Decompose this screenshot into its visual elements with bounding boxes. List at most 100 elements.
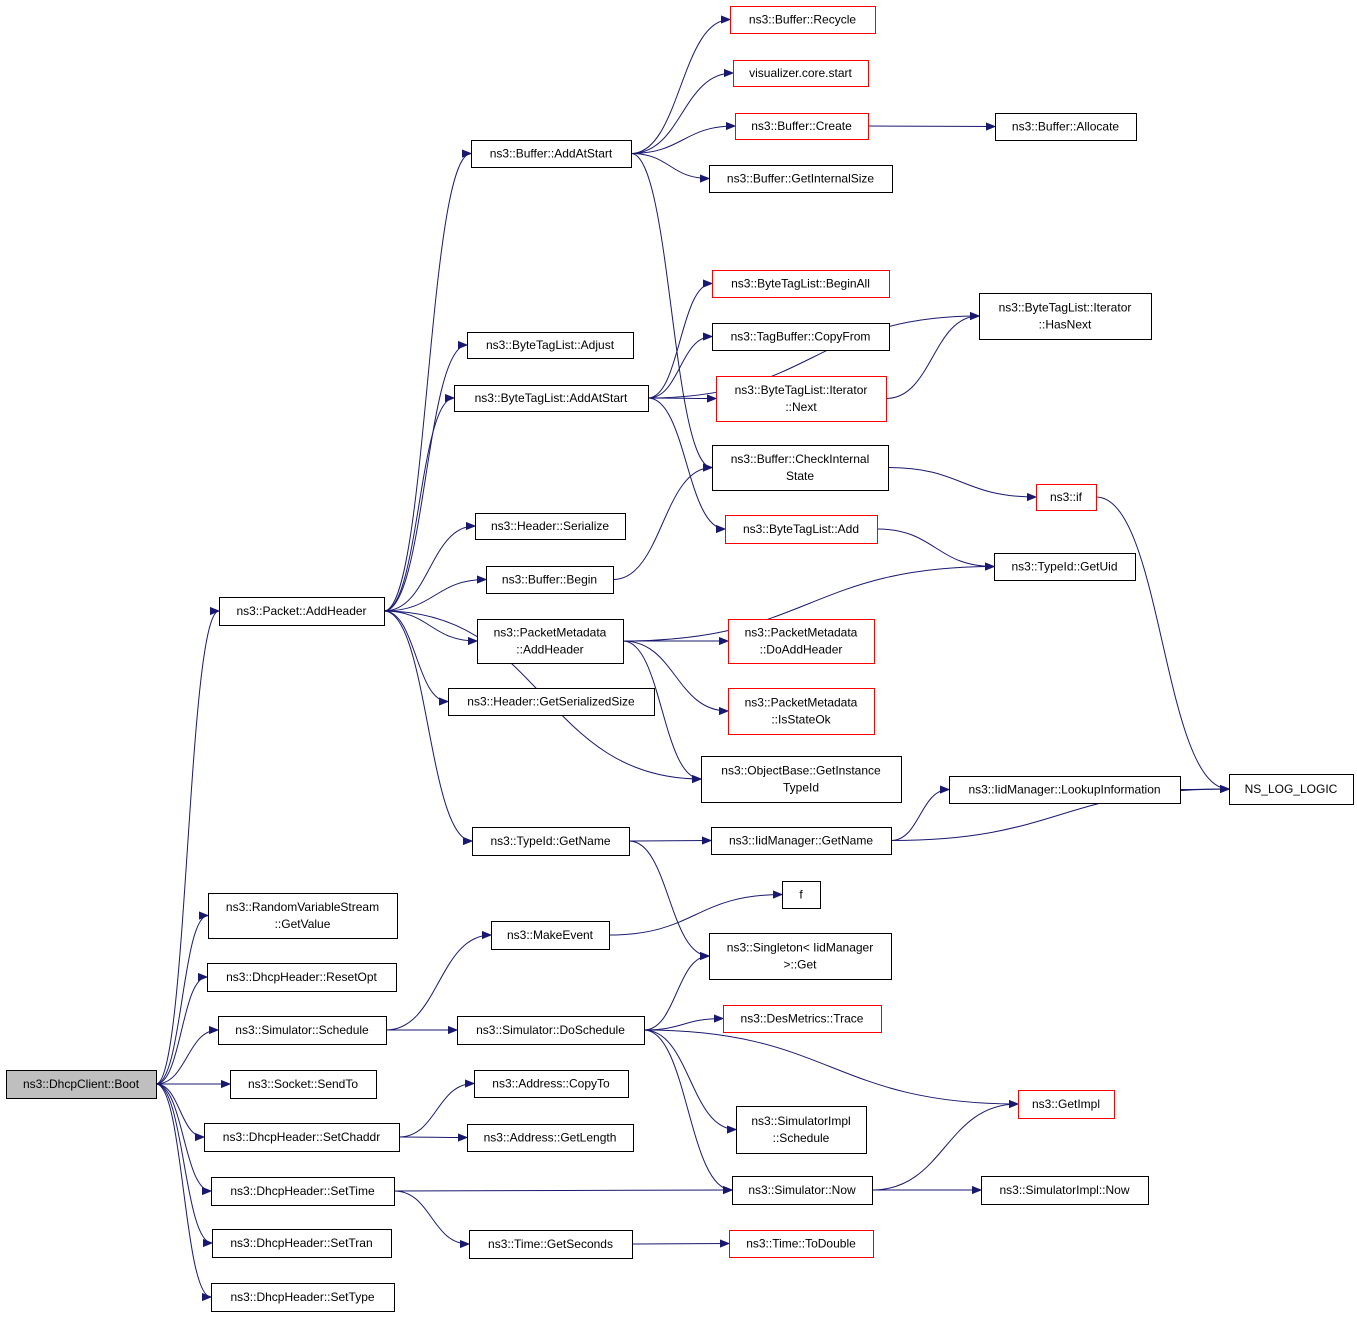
node-label: TypeId bbox=[783, 781, 819, 795]
node-label: ns3::TypeId::GetUid bbox=[1011, 560, 1117, 574]
node-label: ns3::PacketMetadata bbox=[745, 696, 858, 710]
node-box bbox=[230, 1070, 377, 1099]
node-bufcreate[interactable]: ns3::Buffer::Create bbox=[735, 113, 869, 140]
node-label: ns3::Singleton< IidManager bbox=[727, 941, 873, 955]
edge bbox=[383, 610, 477, 641]
node-iternext[interactable]: ns3::ByteTagList::Iterator::Next bbox=[716, 376, 887, 422]
edge-settime-to-simnow bbox=[393, 1190, 732, 1191]
node-label: ::HasNext bbox=[1039, 318, 1092, 332]
node-simimplschedule[interactable]: ns3::SimulatorImpl::Schedule bbox=[736, 1106, 867, 1154]
node-doschedule[interactable]: ns3::Simulator::DoSchedule bbox=[457, 1016, 645, 1045]
node-nsif[interactable]: ns3::if bbox=[1036, 484, 1097, 511]
node-box bbox=[728, 619, 875, 664]
edge-simnow-to-getimpl bbox=[871, 1104, 1018, 1191]
edge-iternext-to-hasnext bbox=[885, 316, 979, 399]
node-isstateok[interactable]: ns3::PacketMetadata::IsStateOk bbox=[728, 688, 875, 735]
node-simimplnow[interactable]: ns3::SimulatorImpl::Now bbox=[981, 1176, 1149, 1205]
node-getimpl[interactable]: ns3::GetImpl bbox=[1018, 1090, 1115, 1119]
edge bbox=[622, 640, 728, 711]
edge bbox=[643, 956, 709, 1031]
edge-addheader-to-typeidgetname bbox=[383, 610, 472, 841]
node-btladjust[interactable]: ns3::ByteTagList::Adjust bbox=[467, 332, 634, 359]
node-label: ns3::DhcpHeader::SetTran bbox=[230, 1236, 372, 1250]
node-resetopt[interactable]: ns3::DhcpHeader::ResetOpt bbox=[207, 963, 397, 992]
edge-addheader-to-btladjust bbox=[383, 345, 468, 612]
node-todouble[interactable]: ns3::Time::ToDouble bbox=[729, 1230, 874, 1258]
node-label: ::GetValue bbox=[275, 917, 331, 931]
edge-doschedule-to-singletonget bbox=[643, 956, 709, 1031]
node-settime[interactable]: ns3::DhcpHeader::SetTime bbox=[211, 1177, 395, 1206]
node-box bbox=[1018, 1090, 1115, 1119]
node-box bbox=[995, 113, 1137, 141]
node-simnow[interactable]: ns3::Simulator::Now bbox=[732, 1176, 873, 1205]
node-btladdatstart[interactable]: ns3::ByteTagList::AddAtStart bbox=[454, 385, 649, 412]
node-btladd[interactable]: ns3::ByteTagList::Add bbox=[725, 515, 878, 544]
node-simschedule[interactable]: ns3::Simulator::Schedule bbox=[218, 1016, 387, 1045]
node-lookupinfo[interactable]: ns3::IidManager::LookupInformation bbox=[949, 776, 1181, 804]
node-typeidgetname[interactable]: ns3::TypeId::GetName bbox=[472, 827, 630, 856]
edge bbox=[155, 977, 208, 1085]
node-label: ns3::Packet::AddHeader bbox=[236, 604, 366, 618]
node-box bbox=[723, 1005, 882, 1033]
node-getserializedsize[interactable]: ns3::Header::GetSerializedSize bbox=[448, 688, 655, 716]
edge-typeidgetname-to-iidgetname bbox=[628, 841, 711, 842]
node-settype[interactable]: ns3::DhcpHeader::SetType bbox=[211, 1283, 395, 1312]
node-singletonget[interactable]: ns3::Singleton< IidManager>::Get bbox=[709, 933, 892, 980]
node-label: ns3::IidManager::LookupInformation bbox=[968, 783, 1160, 797]
node-nslog[interactable]: NS_LOG_LOGIC bbox=[1229, 774, 1354, 805]
node-fnode[interactable]: f bbox=[782, 881, 821, 909]
node-label: ns3::Address::CopyTo bbox=[492, 1077, 610, 1091]
node-bufbegin[interactable]: ns3::Buffer::Begin bbox=[486, 566, 614, 594]
edge-boot-to-rvsgetvalue bbox=[155, 916, 209, 1085]
node-label: ::IsStateOk bbox=[771, 713, 831, 727]
node-makeevent[interactable]: ns3::MakeEvent bbox=[491, 921, 610, 950]
node-recycle[interactable]: ns3::Buffer::Recycle bbox=[730, 6, 876, 34]
node-setchaddr[interactable]: ns3::DhcpHeader::SetChaddr bbox=[204, 1123, 400, 1152]
node-label: ns3::SimulatorImpl bbox=[751, 1114, 850, 1128]
edge bbox=[647, 337, 712, 399]
node-label: ::Schedule bbox=[773, 1131, 830, 1145]
edges-layer bbox=[155, 20, 1229, 1298]
node-box bbox=[467, 1124, 634, 1152]
node-hasnext[interactable]: ns3::ByteTagList::Iterator::HasNext bbox=[979, 293, 1152, 340]
node-vizstart[interactable]: visualizer.core.start bbox=[733, 60, 869, 87]
node-destrace[interactable]: ns3::DesMetrics::Trace bbox=[723, 1005, 882, 1033]
node-hdrserialize[interactable]: ns3::Header::Serialize bbox=[475, 513, 626, 540]
node-box bbox=[712, 445, 889, 491]
edge bbox=[393, 1190, 469, 1244]
edge-nsif-to-nslog bbox=[1095, 496, 1229, 789]
node-iidgetname[interactable]: ns3::IidManager::GetName bbox=[711, 827, 892, 855]
edge bbox=[393, 1190, 732, 1191]
node-label: ns3::PacketMetadata bbox=[745, 626, 858, 640]
node-label: ns3::ByteTagList::Iterator bbox=[999, 301, 1132, 315]
node-addheader[interactable]: ns3::Packet::AddHeader bbox=[219, 597, 385, 626]
node-label: ns3::PacketMetadata bbox=[494, 626, 607, 640]
node-begininall[interactable]: ns3::ByteTagList::BeginAll bbox=[712, 270, 890, 298]
edge bbox=[871, 1104, 1018, 1191]
node-box bbox=[712, 270, 890, 298]
node-copyfrom[interactable]: ns3::TagBuffer::CopyFrom bbox=[712, 323, 890, 351]
node-addrgetlength[interactable]: ns3::Address::GetLength bbox=[467, 1124, 634, 1152]
node-boot[interactable]: ns3::DhcpClient::Boot bbox=[6, 1070, 157, 1099]
node-addatstart[interactable]: ns3::Buffer::AddAtStart bbox=[471, 140, 632, 168]
edge bbox=[155, 611, 220, 1085]
node-getuid[interactable]: ns3::TypeId::GetUid bbox=[994, 553, 1136, 581]
node-settran[interactable]: ns3::DhcpHeader::SetTran bbox=[212, 1229, 392, 1258]
node-bufalloc[interactable]: ns3::Buffer::Allocate bbox=[995, 113, 1137, 141]
node-getinternalsize[interactable]: ns3::Buffer::GetInternalSize bbox=[709, 165, 893, 193]
node-doaddheader[interactable]: ns3::PacketMetadata::DoAddHeader bbox=[728, 619, 875, 664]
edge bbox=[608, 895, 782, 936]
node-rvsgetvalue[interactable]: ns3::RandomVariableStream::GetValue bbox=[208, 893, 398, 939]
edge bbox=[155, 1083, 213, 1243]
node-box bbox=[736, 1106, 867, 1154]
node-addrcopyto[interactable]: ns3::Address::CopyTo bbox=[474, 1070, 629, 1098]
node-label: ::Next bbox=[785, 400, 817, 414]
node-box bbox=[467, 332, 634, 359]
node-sendto[interactable]: ns3::Socket::SendTo bbox=[230, 1070, 377, 1099]
node-label: ns3::Buffer::Create bbox=[751, 119, 852, 133]
node-pmaddheader[interactable]: ns3::PacketMetadata::AddHeader bbox=[477, 619, 624, 664]
edge bbox=[383, 345, 468, 612]
node-getseconds[interactable]: ns3::Time::GetSeconds bbox=[469, 1230, 633, 1259]
